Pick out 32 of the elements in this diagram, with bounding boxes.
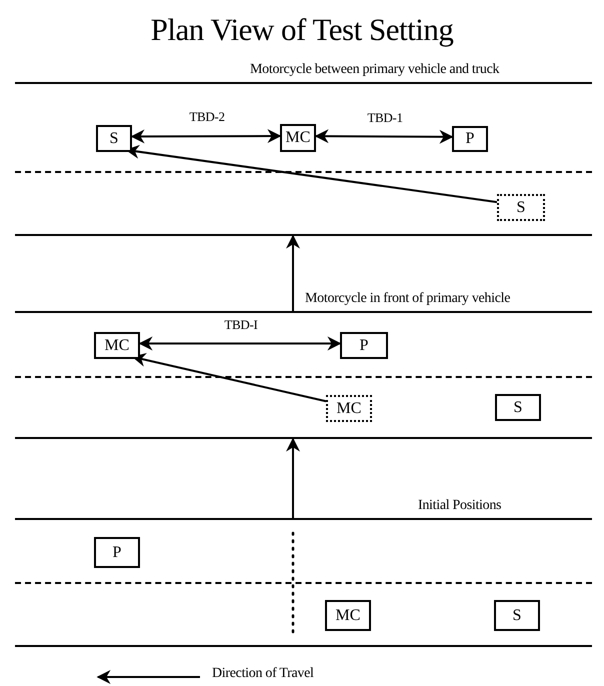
vehicle-box	[280, 124, 316, 152]
vehicle-box	[325, 600, 371, 631]
arrow	[314, 129, 454, 144]
scenario-heading: Motorcycle in front of primary vehicle	[305, 291, 510, 307]
vehicle-label: P	[112, 544, 122, 562]
direction-label: Direction of Travel	[212, 666, 314, 682]
arrow	[130, 129, 282, 144]
vehicle-box	[495, 394, 541, 421]
vehicle-label: S	[512, 606, 522, 624]
arrow	[286, 234, 300, 311]
vehicle-box	[494, 600, 540, 631]
vehicle-label: MC	[336, 400, 362, 418]
former-position-box	[497, 194, 545, 221]
diagram-title: Plan View of Test Setting	[150, 12, 454, 48]
vehicle-label: P	[360, 336, 368, 354]
arrow	[286, 438, 300, 518]
vehicle-label: S	[110, 130, 118, 148]
vehicle-box	[452, 126, 488, 152]
vehicle-label: S	[514, 398, 522, 416]
arrow	[138, 336, 342, 350]
vehicle-label: S	[516, 198, 526, 216]
scenario-heading: Initial Positions	[418, 498, 502, 514]
vehicle-box	[94, 332, 140, 359]
vehicle-box	[340, 332, 388, 359]
vehicle-label: MC	[336, 606, 360, 624]
vehicle-box	[94, 537, 140, 568]
vehicle-label: MC	[104, 336, 130, 354]
former-position-box	[326, 395, 372, 422]
vehicle-label: MC	[286, 129, 310, 147]
scenario-heading: Motorcycle between primary vehicle and truck	[250, 62, 500, 78]
vehicle-label: P	[466, 130, 474, 148]
vehicle-box	[96, 125, 132, 152]
